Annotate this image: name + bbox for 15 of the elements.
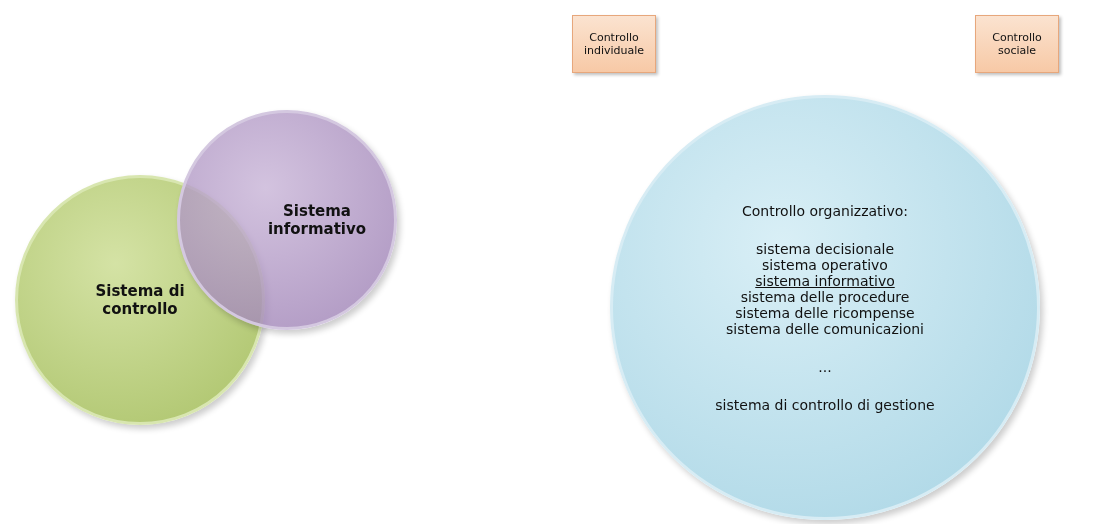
list-item: sistema operativo bbox=[762, 256, 888, 273]
circle-heading: Controllo organizzativo: bbox=[741, 202, 908, 219]
list-item: sistema decisionale bbox=[755, 240, 894, 257]
label-box bbox=[975, 15, 1059, 73]
circle-label: Sistema di controllo bbox=[94, 282, 186, 318]
list-item: sistema delle procedure bbox=[740, 288, 910, 305]
list-item: sistema delle comunicazioni bbox=[726, 320, 924, 337]
circle-label: Controllo individuale bbox=[582, 31, 646, 57]
list-item: sistema delle ricompense bbox=[735, 304, 915, 321]
list-item: sistema di controllo di gestione bbox=[715, 396, 935, 413]
list-item: sistema informativo bbox=[755, 272, 895, 289]
circle-label: Controllo sociale bbox=[991, 31, 1043, 57]
label-box bbox=[572, 15, 656, 73]
circle-label: Sistema informativo bbox=[266, 202, 368, 238]
list-item: ... bbox=[818, 358, 832, 375]
